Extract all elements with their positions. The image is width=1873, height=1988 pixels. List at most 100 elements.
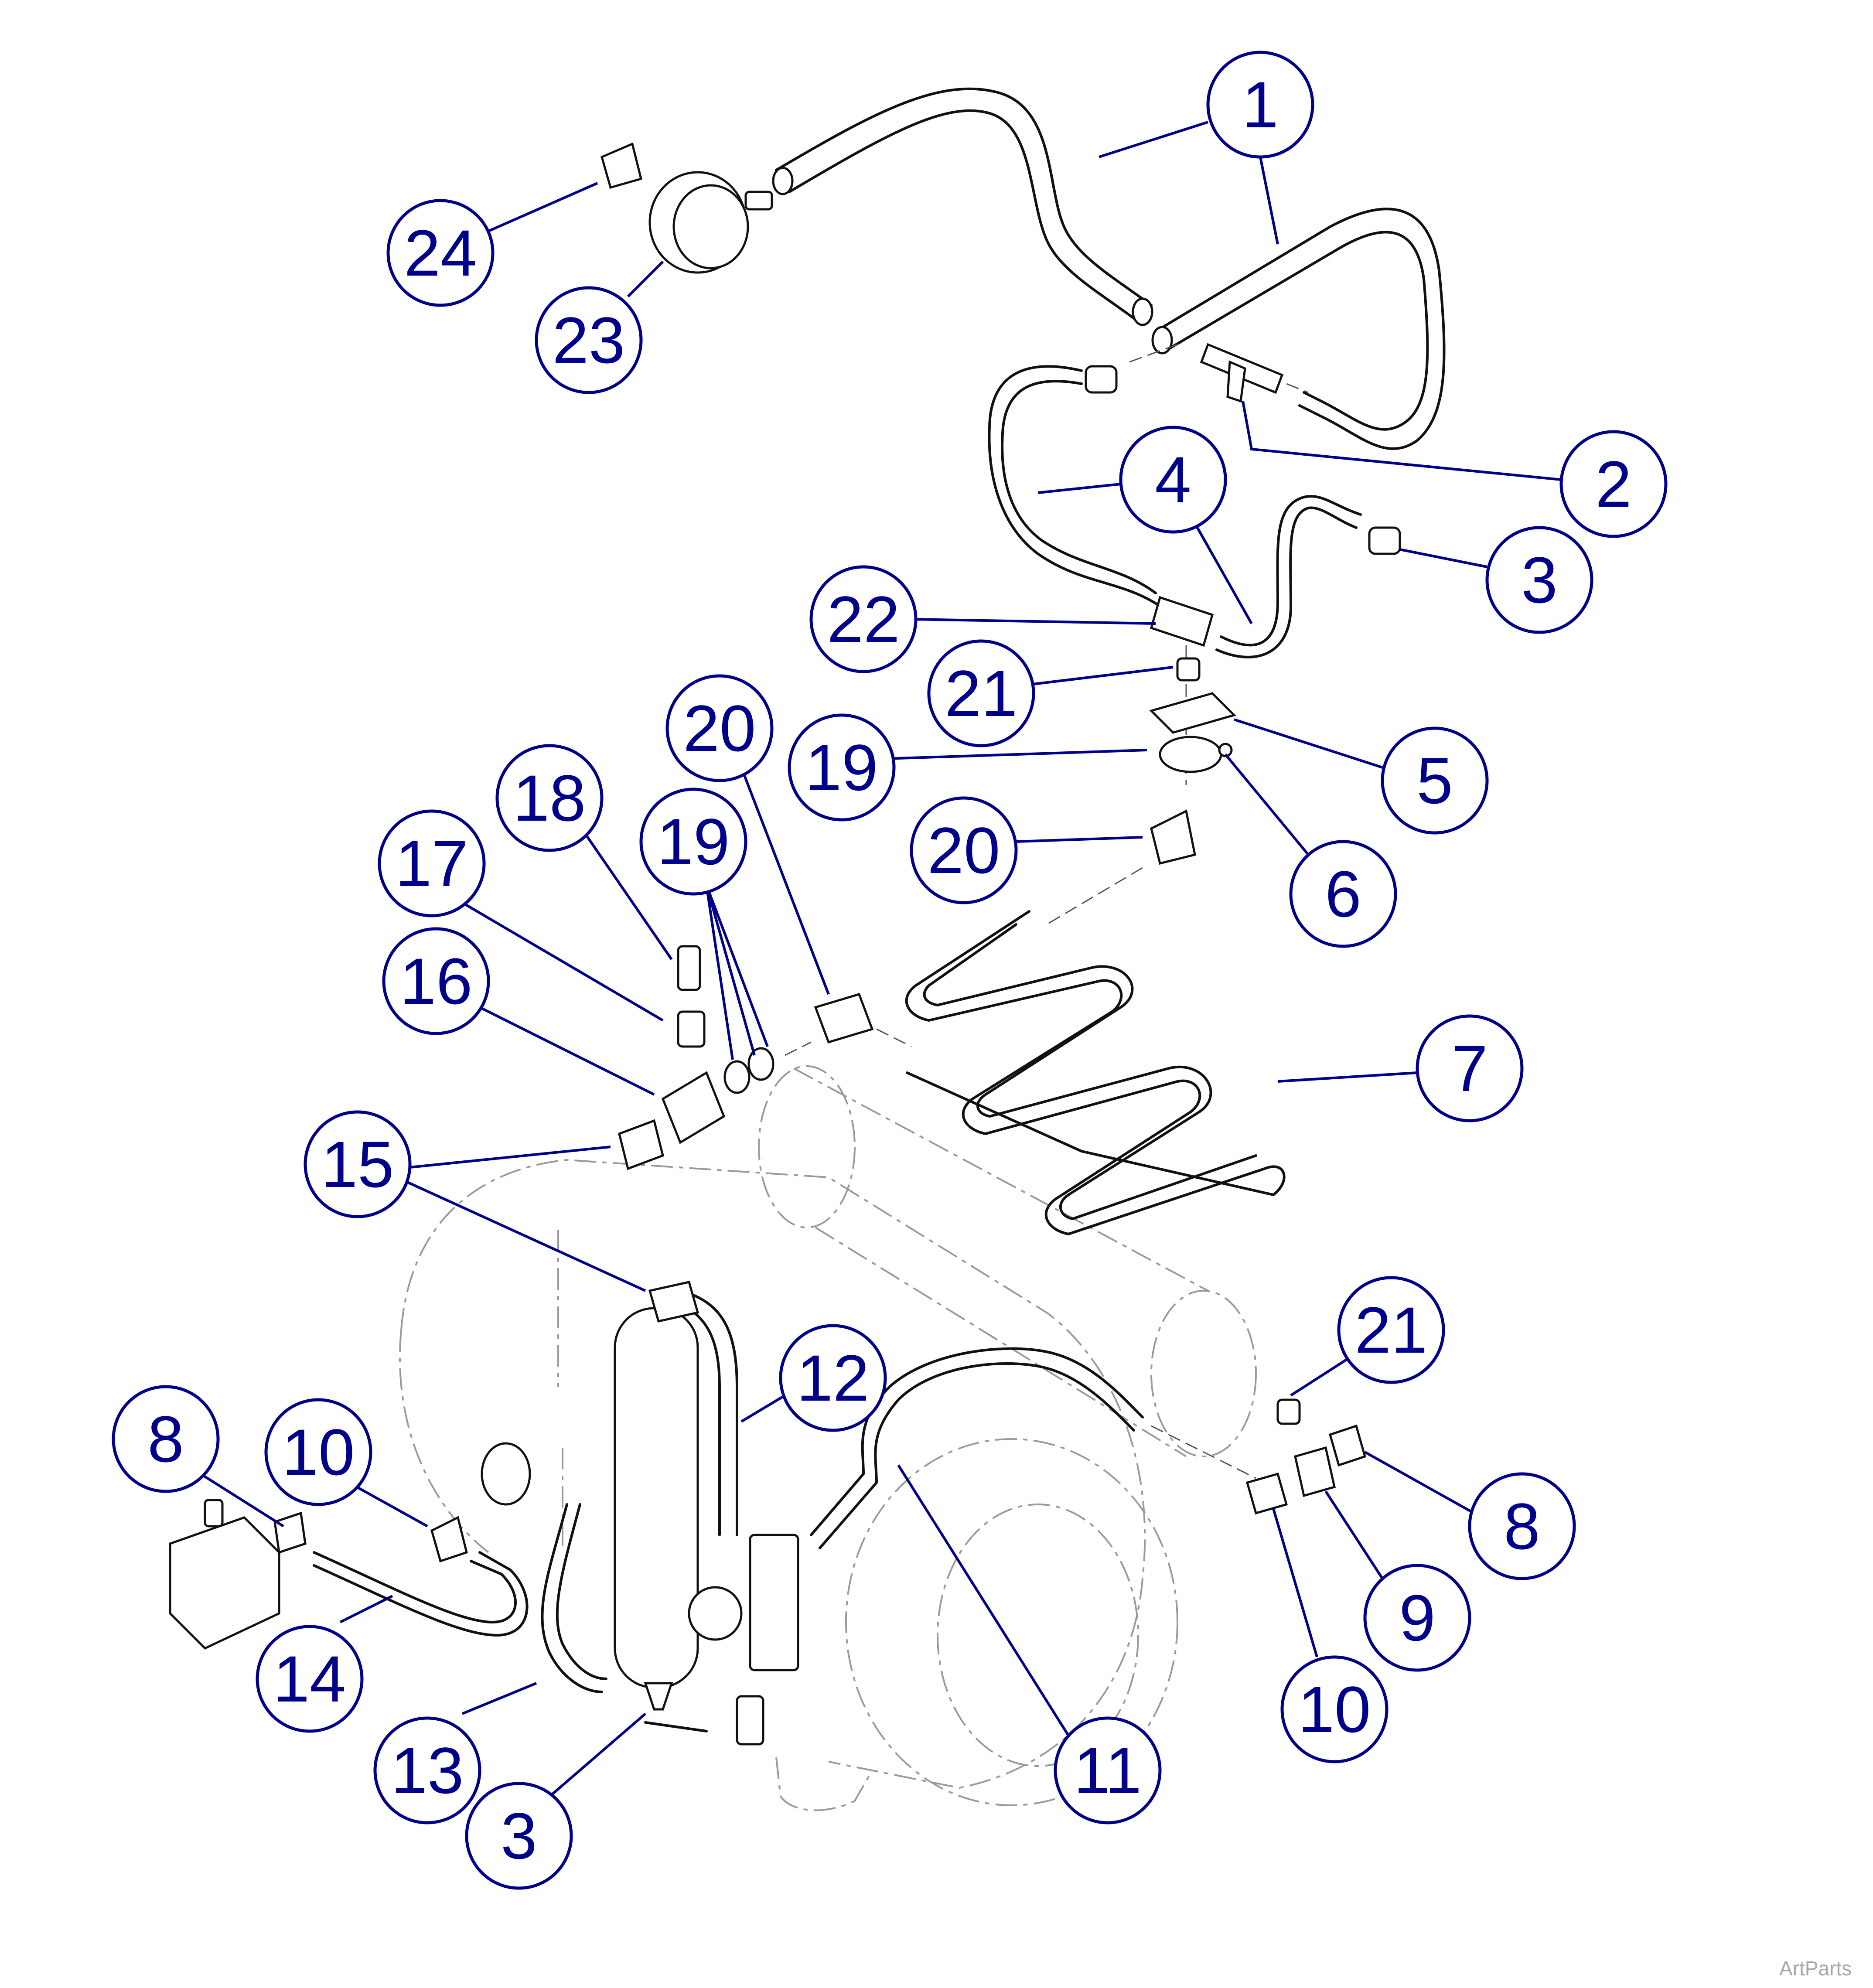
leader-1a — [1099, 121, 1208, 158]
leader-10a — [348, 1481, 428, 1528]
leader-19b-3 — [705, 884, 769, 1047]
callout-1a: 1 — [1206, 51, 1314, 159]
callout-20a: 20 — [665, 674, 774, 782]
callout-5: 5 — [1381, 726, 1489, 835]
callout-3a: 3 — [1485, 526, 1593, 634]
callout-21b: 21 — [1337, 1276, 1445, 1384]
leader-22 — [911, 618, 1156, 625]
bushing-21 — [1176, 657, 1201, 682]
muffler-block — [169, 1516, 280, 1650]
svg-text:23: 23 — [553, 303, 625, 377]
left-fittings — [618, 945, 912, 1170]
svg-text:8: 8 — [1504, 1490, 1540, 1563]
svg-text:2: 2 — [1595, 447, 1631, 521]
pressure-gauge — [688, 1586, 743, 1641]
washer-19a — [723, 1060, 751, 1094]
svg-text:6: 6 — [1325, 857, 1361, 931]
elbow-top-left — [1085, 365, 1118, 394]
braided-hoses — [988, 365, 1401, 658]
leader-6 — [1224, 754, 1310, 856]
motor-housing-outer — [845, 1438, 1178, 1806]
svg-text:15: 15 — [321, 1128, 394, 1201]
elbow-20-left — [814, 992, 874, 1044]
hose-12-outer — [692, 1294, 738, 1536]
svg-text:24: 24 — [404, 216, 477, 290]
hose-upper-section — [775, 87, 1153, 307]
valve-9 — [1294, 1446, 1336, 1497]
svg-text:20: 20 — [928, 814, 1000, 887]
manifold-block — [749, 1534, 799, 1671]
leader-12 — [740, 1394, 786, 1423]
leader-11 — [897, 1464, 1070, 1736]
hose-4-left-outer — [1001, 380, 1157, 594]
gasket-5 — [1149, 692, 1236, 734]
svg-text:19: 19 — [805, 731, 878, 804]
compressor-lower-left — [399, 1330, 489, 1553]
svg-text:12: 12 — [797, 1341, 870, 1415]
callout-19b: 19 — [639, 788, 747, 896]
washer-19b — [747, 1047, 774, 1081]
leader-21a — [1029, 666, 1174, 686]
coil-outer — [905, 910, 1286, 1235]
hose-13-outer — [556, 1503, 607, 1680]
elbow-8-right — [1328, 1424, 1367, 1467]
leader-20b — [1016, 836, 1143, 843]
svg-text:20: 20 — [683, 692, 756, 765]
leader-4b — [1194, 522, 1253, 624]
svg-text:17: 17 — [396, 827, 468, 900]
callout-7: 7 — [1416, 1014, 1524, 1122]
elbow-10-right — [1245, 1472, 1288, 1515]
svg-text:1: 1 — [1242, 68, 1278, 141]
hose-4-right — [1220, 495, 1362, 647]
svg-text:9: 9 — [1399, 1581, 1435, 1654]
bushing-21-right — [1276, 1398, 1301, 1425]
drain-valve — [736, 1695, 764, 1746]
leader-17 — [461, 901, 664, 1022]
hose-loop-end — [1151, 326, 1173, 355]
callout-8b: 8 — [1468, 1472, 1576, 1580]
svg-text:21: 21 — [945, 657, 1018, 730]
hose-loop-top — [1154, 208, 1446, 450]
muffler-nipple — [204, 1499, 224, 1528]
drain-fitting-3 — [644, 1682, 673, 1711]
callout-19a: 19 — [788, 713, 896, 822]
tank-right-end — [1150, 1290, 1257, 1457]
callout-14: 14 — [256, 1625, 364, 1733]
elbow-8-left — [273, 1511, 307, 1554]
svg-text:4: 4 — [1155, 443, 1191, 516]
leader-23 — [627, 260, 664, 298]
elbow-15 — [618, 1119, 664, 1170]
flange-disc — [481, 1442, 531, 1506]
callouts: 1 2 3 4 5 6 7 8 8 9 10 10 11 12 13 14 15… — [112, 51, 1668, 1890]
hose-4-left — [988, 365, 1161, 607]
filter-23-face — [672, 184, 749, 269]
compressor-body-outline — [400, 1159, 1146, 1789]
filter-23-nipple — [744, 191, 773, 211]
right-fittings — [1151, 1398, 1367, 1515]
hose-14-outer — [313, 1551, 529, 1637]
base-foot — [775, 1757, 873, 1811]
leader-2 — [1242, 401, 1562, 481]
tank-top-edge — [793, 1067, 1208, 1292]
elbow-24 — [600, 142, 643, 189]
callout-3b: 3 — [465, 1782, 573, 1890]
callout-15: 15 — [304, 1110, 412, 1218]
tee-16 — [661, 1071, 726, 1144]
hose-upper-section-outer — [788, 109, 1135, 320]
leader-lines — [200, 121, 1562, 1798]
leader-21b — [1290, 1355, 1353, 1397]
left-centerline — [785, 1028, 912, 1056]
callout-4: 4 — [1119, 426, 1227, 534]
filter-assembly — [541, 1281, 1144, 1746]
callout-8a: 8 — [112, 1385, 220, 1493]
svg-text:22: 22 — [827, 583, 900, 656]
callout-9: 9 — [1363, 1564, 1471, 1672]
hose-end-right — [1132, 297, 1153, 326]
cooling-coil — [905, 910, 1286, 1235]
hose-14 — [313, 1551, 517, 1623]
right-centerline — [1151, 1425, 1256, 1479]
leader-24 — [488, 182, 598, 232]
callout-17: 17 — [378, 809, 486, 917]
hose-4-right-outer — [1215, 506, 1358, 658]
